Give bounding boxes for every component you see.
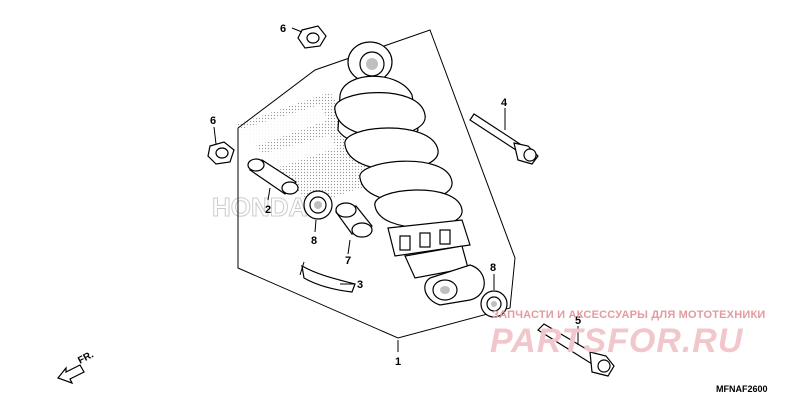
oil-seal-upper xyxy=(303,190,333,220)
watermark-brand: PARTSFOR.RU xyxy=(490,322,744,360)
lower-mounting-bolt xyxy=(537,323,615,377)
logo-text: HONDA xyxy=(212,192,308,222)
front-direction-label: FR. xyxy=(76,349,96,366)
callout-8-lower: 8 xyxy=(490,262,496,274)
watermark-tagline: ЗАПЧАСТИ И АКСЕССУАРЫ ДЛЯ МОТОТЕХНИКИ xyxy=(492,309,765,321)
callout-1: 1 xyxy=(395,356,401,368)
diagram-code: MFNAF2600 xyxy=(716,384,768,394)
callout-4: 4 xyxy=(501,97,508,109)
watermark: ЗАПЧАСТИ И АКСЕССУАРЫ ДЛЯ МОТОТЕХНИКИ PA… xyxy=(490,309,765,360)
callout-6-top: 6 xyxy=(280,23,286,35)
oil-seal-lower xyxy=(480,290,508,318)
front-direction-indicator: FR. xyxy=(57,349,96,385)
rear-shock-absorber xyxy=(334,41,485,306)
callout-2: 2 xyxy=(265,204,271,216)
callout-8-upper: 8 xyxy=(311,235,317,247)
upper-mounting-bolt xyxy=(469,113,539,165)
callout-6-left: 6 xyxy=(210,115,216,127)
caution-label xyxy=(299,261,356,293)
nut-top xyxy=(297,25,327,49)
collar-spacer xyxy=(247,158,299,195)
callout-7: 7 xyxy=(345,255,351,267)
assembly-outline xyxy=(237,29,516,339)
callout-3: 3 xyxy=(357,279,363,291)
nut-left xyxy=(207,141,235,165)
callout-5: 5 xyxy=(575,315,581,327)
needle-bearing xyxy=(335,202,373,238)
